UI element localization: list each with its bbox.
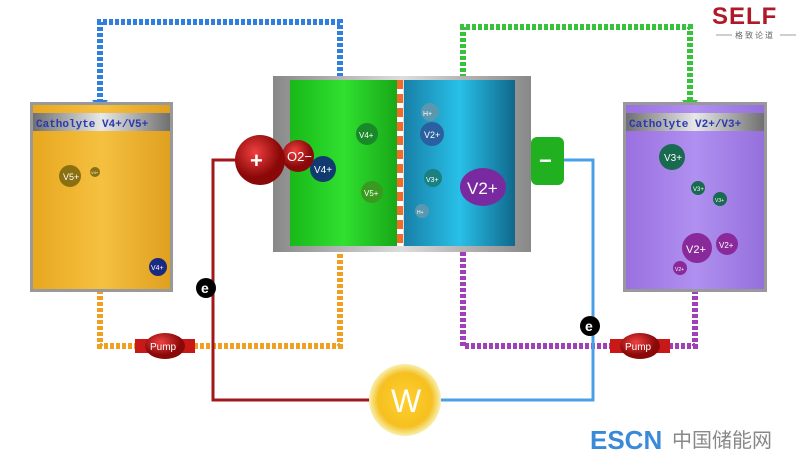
electron-label: e [585, 318, 593, 334]
ion: V3+ [693, 187, 704, 193]
red-wire [211, 158, 372, 402]
right-tank: Catholyte V2+/V3+ V3+ V3+ V3+ V2+ V2+ V2… [623, 102, 767, 292]
left-tank: Catholyte V4+/V5+ V5+ V4+ V4+ [30, 102, 173, 292]
ion: V3+ [426, 177, 439, 184]
left-pump[interactable]: Pump [135, 333, 195, 359]
logo-subtitle: 格致论道 [735, 30, 775, 40]
negative-electrode: − [531, 137, 564, 185]
ion: H+ [423, 111, 432, 118]
negative-sign: − [539, 148, 552, 173]
ion: V5+ [63, 172, 79, 182]
right-pump[interactable]: Pump [610, 333, 670, 359]
self-logo: SELF 格致论道 [712, 3, 796, 40]
purple-pipe [460, 250, 698, 349]
ion: V4+ [91, 170, 99, 175]
ion: V4+ [359, 131, 374, 140]
load-watt: W [369, 364, 441, 436]
watermark-escn: ESCN [590, 425, 662, 455]
ion: V2+ [424, 130, 440, 140]
logo-brand: SELF [712, 3, 777, 30]
escn-watermark: ESCN 中国储能网 [590, 425, 772, 455]
ion: V2+ [686, 244, 706, 256]
watermark-cn: 中国储能网 [672, 429, 772, 452]
electron-icon [580, 316, 600, 336]
green-pipe [460, 24, 693, 103]
pump-label: Pump [150, 342, 177, 353]
load-label: W [391, 383, 422, 419]
positive-electrode: + [235, 135, 285, 185]
ion: O2− [287, 149, 312, 164]
electrochemical-cell: V4+ V5+ V4+ O2− H+ V2+ V3+ H+ V2+ [273, 76, 531, 252]
electron-icon [196, 278, 216, 298]
ion: V2+ [467, 179, 498, 198]
blue-wire [438, 158, 595, 402]
ion: H+ [417, 210, 424, 216]
positive-sign: + [250, 148, 263, 173]
left-tank-label: Catholyte V4+/V5+ [36, 119, 149, 131]
ion: V3+ [715, 198, 724, 204]
ion: V5+ [364, 189, 379, 198]
ion: V4+ [151, 265, 164, 272]
ion: V2+ [719, 241, 734, 250]
ion: V4+ [314, 165, 332, 176]
orange-pipe [97, 250, 343, 349]
blue-pipe [97, 19, 343, 103]
ion: V2+ [675, 267, 684, 273]
right-tank-label: Catholyte V2+/V3+ [629, 119, 742, 131]
pump-label: Pump [625, 342, 652, 353]
electron-label: e [201, 280, 209, 296]
ion: V3+ [664, 153, 682, 164]
